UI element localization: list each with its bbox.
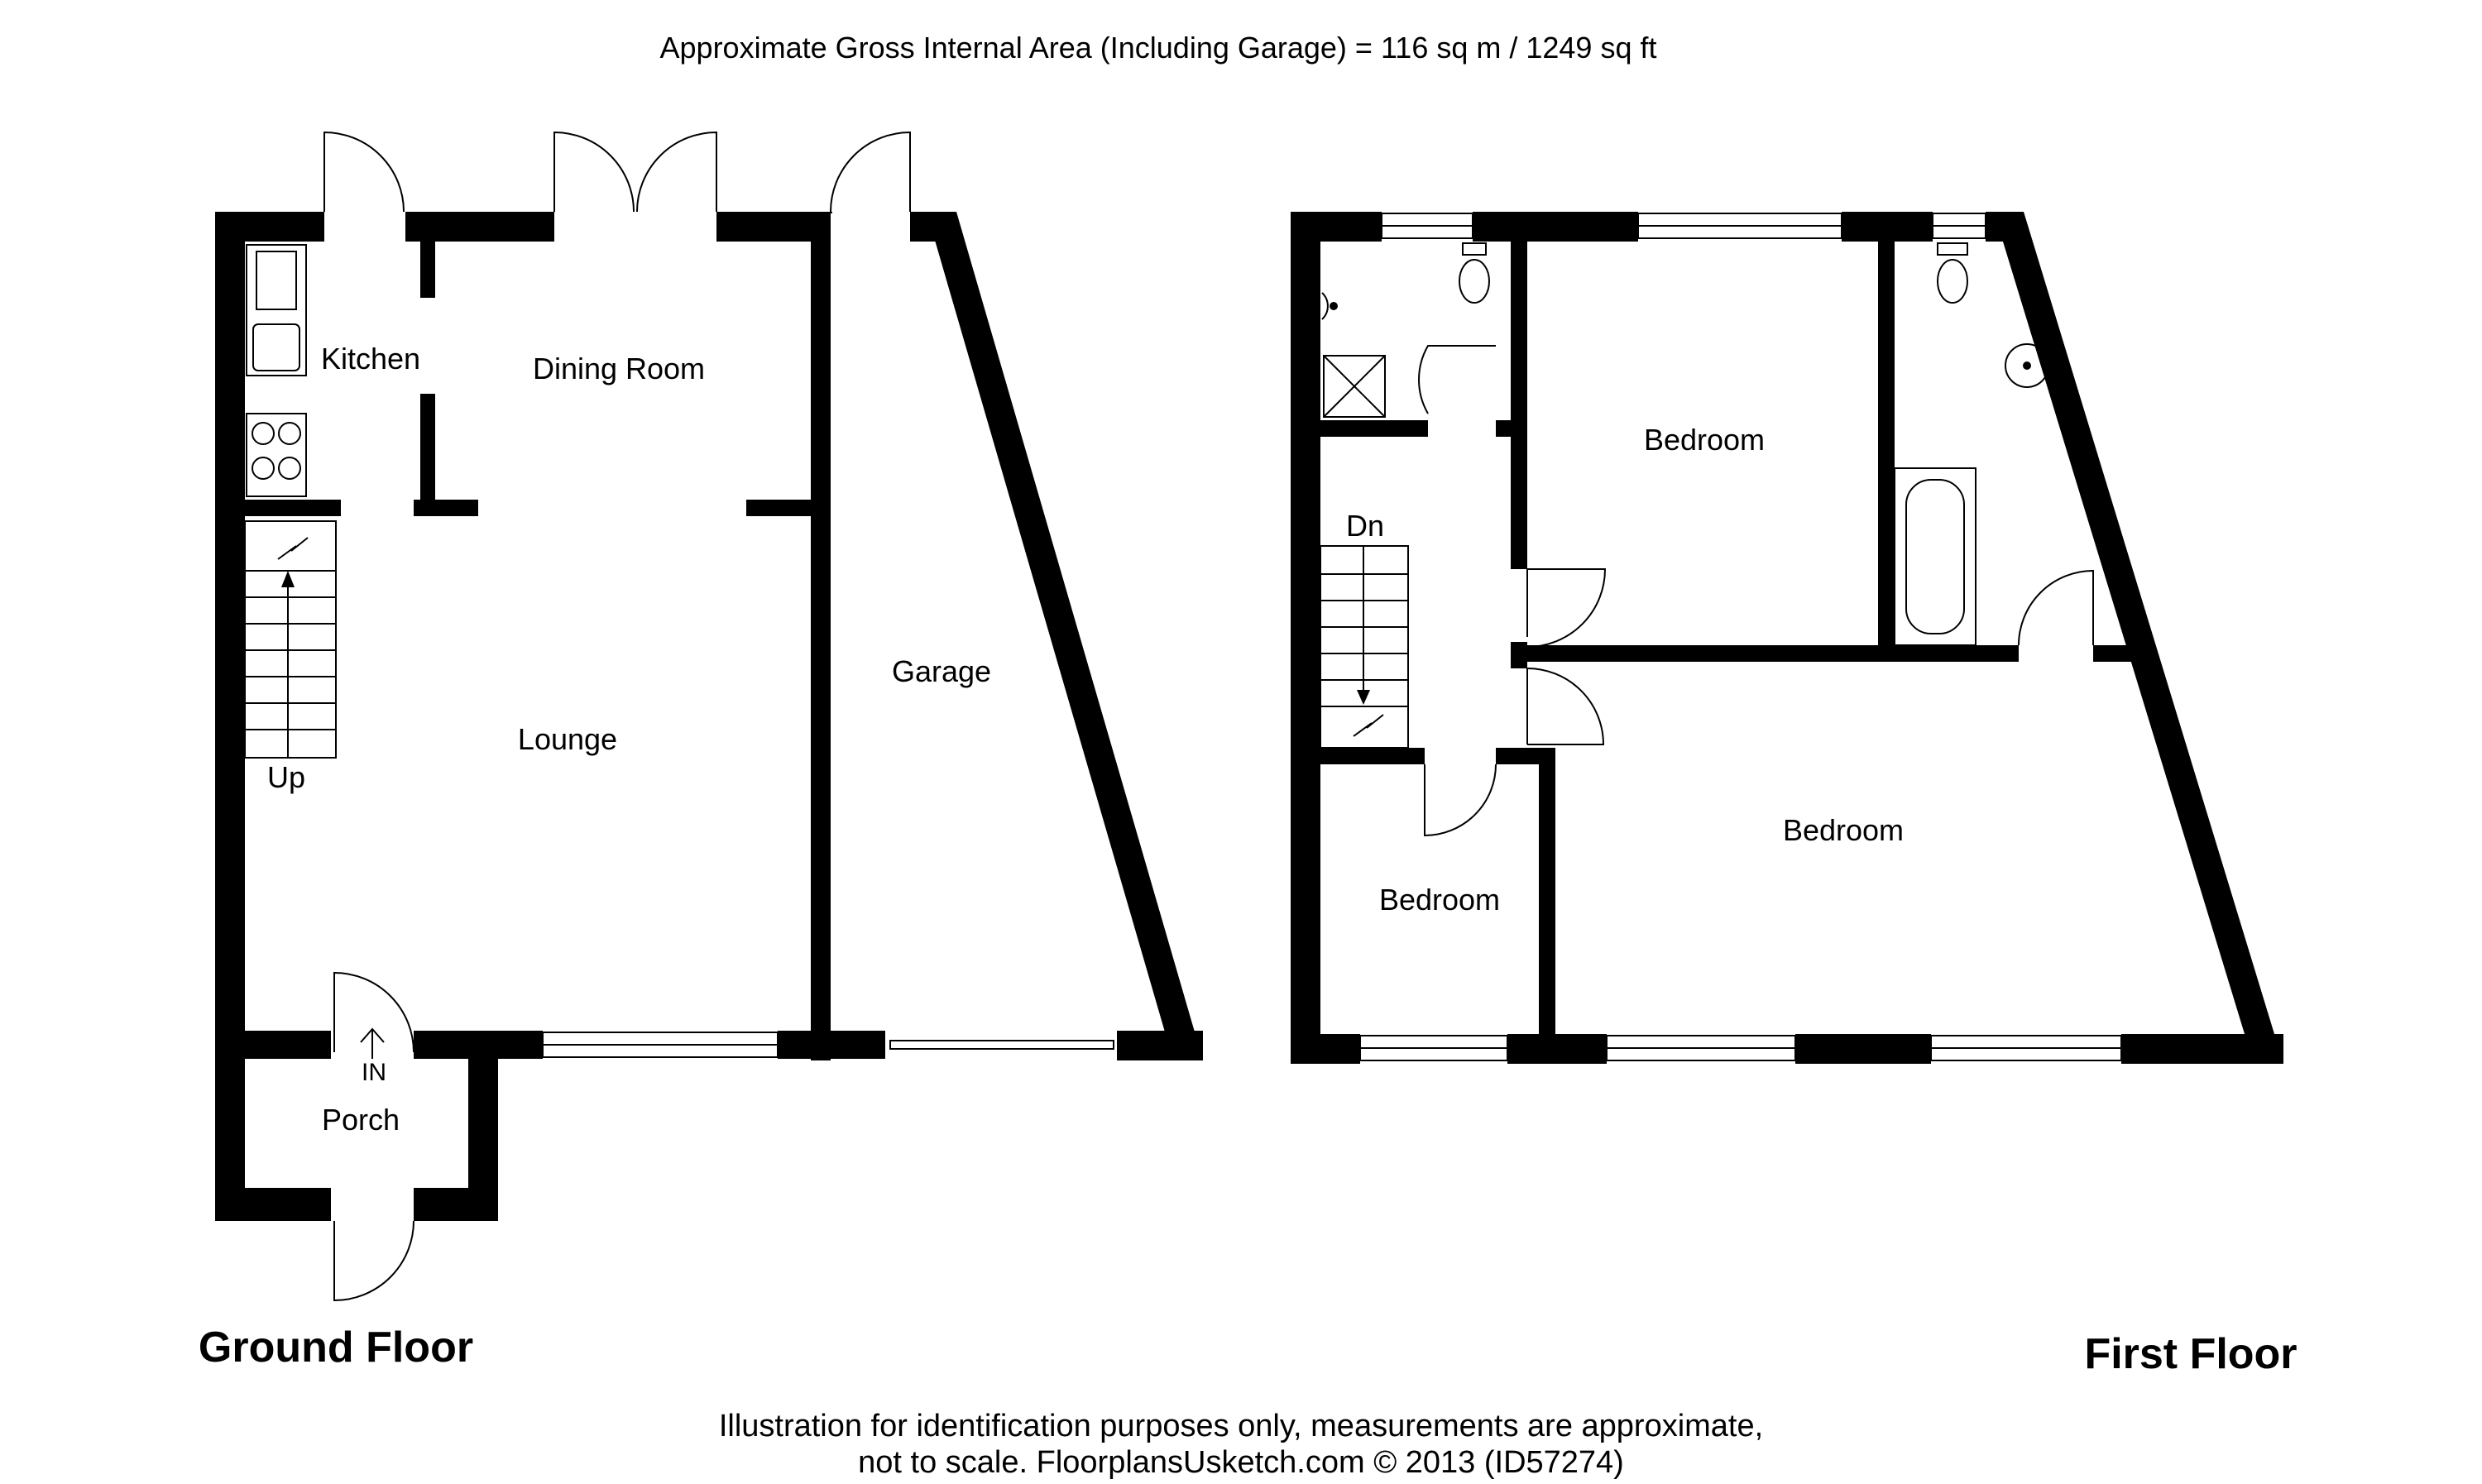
ff-wc-south-stub xyxy=(1496,420,1527,437)
gf-lounge-entry-door xyxy=(333,971,414,1053)
first-floor-plan xyxy=(1291,212,2283,1064)
ff-small-bed-east-wall xyxy=(1539,748,1555,1034)
shower-tray xyxy=(1323,355,1386,418)
gf-stairs-break xyxy=(277,537,309,560)
ff-wall-south-1 xyxy=(1291,1034,1360,1064)
ff-wall-north-2 xyxy=(1473,212,1638,242)
room-label-garage: Garage xyxy=(892,654,991,688)
ff-wall-west xyxy=(1291,212,1320,1064)
bath-basin xyxy=(2005,343,2049,388)
gf-kitchen-wall-top xyxy=(420,242,435,298)
gf-porch-south-1 xyxy=(215,1188,331,1221)
gf-stairs-outline xyxy=(244,520,337,759)
gf-kitchen-wall-foot xyxy=(414,500,478,516)
ff-stairs-break xyxy=(1353,714,1384,737)
ground-floor-windows xyxy=(542,1032,1114,1058)
bath-wc-cistern xyxy=(1937,242,1968,256)
entrance-arrow xyxy=(360,1027,385,1059)
kitchen-drainer xyxy=(256,251,297,310)
gf-french-door-right xyxy=(636,131,717,213)
room-label-bedroom-top: Bedroom xyxy=(1644,423,1765,457)
gf-garage-side-door xyxy=(830,131,911,213)
wc-toilet-2 xyxy=(1937,259,1968,304)
stairs-label-dn: Dn xyxy=(1346,509,1384,543)
gf-wall-south-4 xyxy=(1117,1031,1203,1060)
stairs-label-up: Up xyxy=(267,760,305,794)
ff-wc-door xyxy=(1418,345,1496,414)
room-label-bedroom-small: Bedroom xyxy=(1379,883,1500,917)
gf-kitchen-wall-bottom xyxy=(420,394,435,516)
entrance-label: IN xyxy=(362,1059,386,1086)
ff-bedroom-door xyxy=(1526,568,1607,648)
kitchen-sink-bowl xyxy=(252,323,300,371)
gf-kitchen-partition xyxy=(245,500,341,516)
gf-porch-front-door xyxy=(333,1220,414,1302)
hob-ring-3 xyxy=(252,457,275,480)
ff-small-bed-north-1 xyxy=(1320,748,1425,764)
gf-garage-door xyxy=(889,1040,1114,1050)
hob-ring-4 xyxy=(278,457,301,480)
ff-wall-north-1 xyxy=(1291,212,1382,242)
floor-title-ground: Ground Floor xyxy=(199,1324,473,1372)
gf-porch-south-cap xyxy=(215,1188,248,1191)
room-label-lounge: Lounge xyxy=(518,722,617,756)
ff-middle-wall xyxy=(1527,645,2019,662)
gf-wall-west xyxy=(215,212,245,1221)
gf-wall-north-2 xyxy=(405,212,554,242)
room-label-bedroom-large: Bedroom xyxy=(1783,813,1904,847)
ff-wall-south-4 xyxy=(2121,1034,2283,1064)
gf-stairs-arrow-head xyxy=(281,571,295,587)
gf-kitchen-back-door xyxy=(323,131,405,213)
ground-floor-plan xyxy=(215,212,1203,1221)
ff-small-bed-north-2 xyxy=(1496,748,1545,764)
bathroom-fittings xyxy=(1321,242,2049,646)
first-floor-doors xyxy=(1418,345,2094,837)
entrance-arrow-head xyxy=(360,1027,385,1043)
hob-ring-2 xyxy=(278,422,301,445)
bath-tub xyxy=(1894,467,1976,646)
wc-cistern xyxy=(1462,242,1487,256)
wc-basin xyxy=(1321,292,1329,320)
gf-garage-slanted-wall xyxy=(927,212,1203,1060)
ff-stairs-arrow-head xyxy=(1357,690,1370,705)
gf-wall-south-1 xyxy=(215,1031,331,1059)
ground-floor-doors xyxy=(323,131,911,1302)
disclaimer-line-2: not to scale. FloorplansUsketch.com © 20… xyxy=(858,1445,1624,1480)
ff-middle-wall-east xyxy=(2093,645,2131,662)
gf-wall-north-end xyxy=(831,212,832,213)
gf-stairs xyxy=(244,520,337,759)
bath-tub-inner xyxy=(1905,479,1965,634)
room-label-porch: Porch xyxy=(322,1103,400,1137)
area-header: Approximate Gross Internal Area (Includi… xyxy=(660,31,1657,65)
ff-wall-south-3 xyxy=(1795,1034,1931,1064)
ff-wall-north-3 xyxy=(1842,212,1933,242)
kitchen-hob-unit xyxy=(246,413,307,497)
floor-title-first: First Floor xyxy=(2084,1330,2297,1378)
ff-stairs xyxy=(1320,545,1409,749)
ff-slanted-wall xyxy=(1994,212,2283,1064)
kitchen-sink-unit xyxy=(246,244,307,376)
disclaimer-line-1: Illustration for identification purposes… xyxy=(719,1409,1763,1443)
ff-landing-wall-stub xyxy=(1511,642,1527,668)
gf-porch-south-2 xyxy=(414,1188,498,1221)
gf-wall-north-1 xyxy=(215,212,324,242)
first-floor-windows xyxy=(1359,213,2122,1061)
hob-ring-1 xyxy=(252,422,275,445)
ff-bedroom-west-wall xyxy=(1511,242,1527,569)
ff-bedroom-east-wall xyxy=(1878,242,1895,652)
gf-dining-wall-stub xyxy=(746,500,811,516)
ff-small-bed-door xyxy=(1424,764,1497,837)
gf-wall-south-3 xyxy=(778,1031,885,1059)
room-label-kitchen: Kitchen xyxy=(321,342,420,376)
ff-wc-south-wall xyxy=(1320,420,1428,437)
wc-toilet-1 xyxy=(1459,259,1490,304)
kitchen-fittings xyxy=(246,244,307,497)
ff-bath-door xyxy=(2018,569,2094,646)
ff-wall-south-2 xyxy=(1507,1034,1607,1064)
gf-lounge-garage-wall xyxy=(811,212,831,1060)
ff-large-bed-door xyxy=(1526,668,1605,745)
gf-french-door-left xyxy=(553,131,635,213)
room-label-dining-room: Dining Room xyxy=(533,352,705,385)
